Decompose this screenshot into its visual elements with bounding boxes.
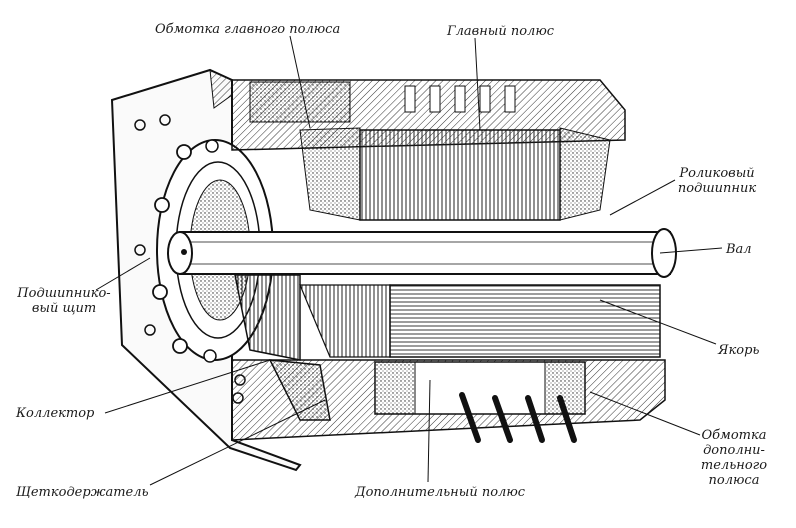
auxiliary-pole <box>374 361 586 415</box>
label-auxiliary-pole: Дополнительный полюс <box>355 485 526 500</box>
label-commutator: Коллектор <box>16 406 95 421</box>
label-auxiliary-winding-line2: дополни- <box>703 443 765 458</box>
auxiliary-pole-bolts <box>459 392 577 443</box>
main-pole <box>299 127 611 221</box>
label-auxiliary-winding-line1: Обмотка <box>701 428 767 443</box>
shaft <box>167 228 677 278</box>
leader-lines <box>95 35 723 486</box>
label-bearing-shield-line2: вый щит <box>31 301 97 316</box>
label-roller-bearing-line1: Роликовый <box>679 166 755 181</box>
main-pole-bolts <box>404 85 516 113</box>
label-bearing-shield-line1: Подшипнико- <box>17 286 111 301</box>
armature <box>299 284 661 358</box>
label-bearing-shield: Подшипнико- вый щит <box>12 286 116 316</box>
label-auxiliary-winding-line3: тельного <box>700 458 768 473</box>
label-shaft: Вал <box>726 242 752 257</box>
commutator <box>234 274 301 361</box>
label-roller-bearing-line2: подшипник <box>677 181 757 196</box>
label-armature: Якорь <box>718 343 760 358</box>
label-auxiliary-winding: Обмотка дополни- тельного полюса <box>682 428 786 488</box>
label-main-pole-winding: Обмотка главного полюса <box>155 22 341 37</box>
label-main-pole: Главный полюс <box>447 24 555 39</box>
label-roller-bearing: Роликовый подшипник <box>674 166 760 196</box>
label-brush-holder: Щеткодержатель <box>16 485 149 500</box>
label-auxiliary-winding-line4: полюса <box>708 473 760 488</box>
